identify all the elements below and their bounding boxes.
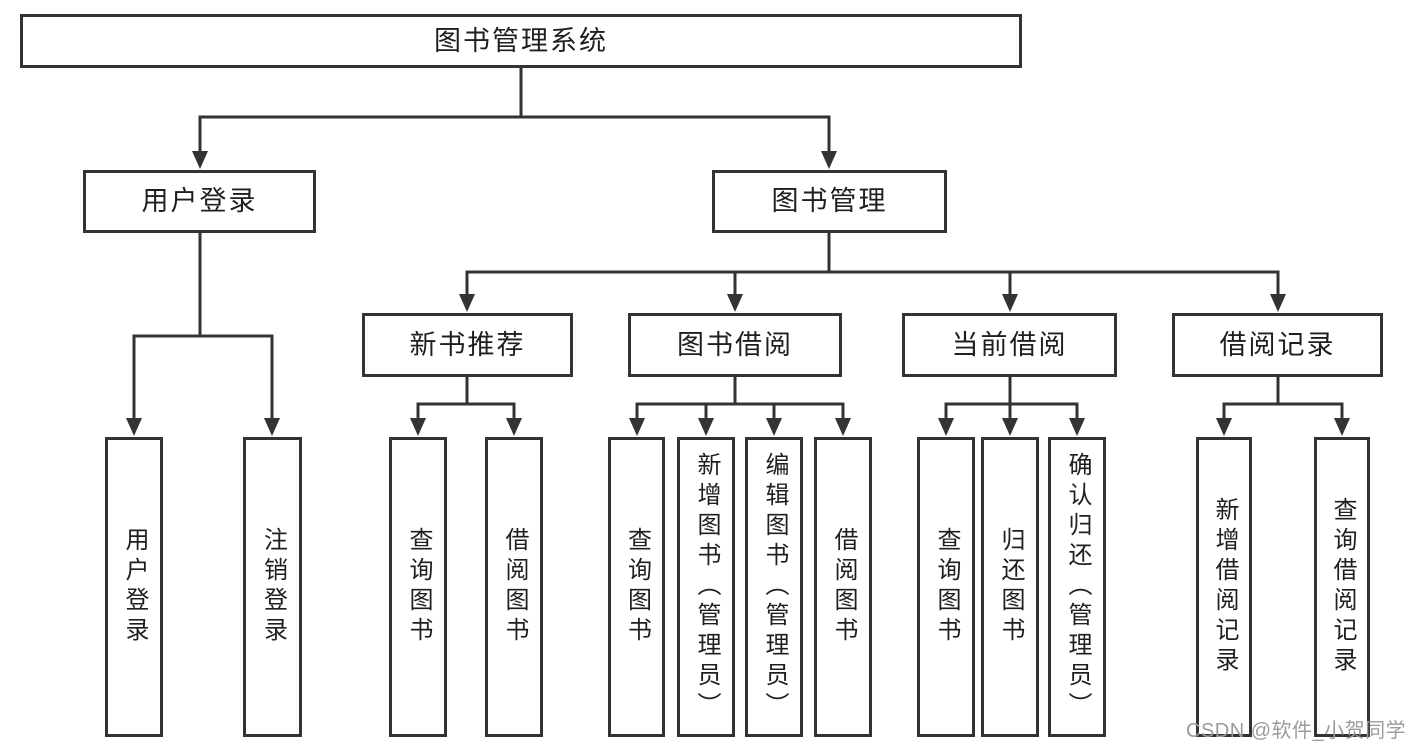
node-new-book-recommendation: 新书推荐 — [362, 313, 573, 377]
node-user-login: 用户登录 — [83, 170, 316, 233]
edge-current-to-leaves — [944, 377, 1079, 420]
leaf-confirm-return-admin: 确认归还（管理员） — [1048, 437, 1106, 737]
leaf-query-books-recommendation: 查询图书 — [389, 437, 447, 737]
leaf-add-books-admin: 新增图书（管理员） — [677, 437, 735, 737]
edge-root-to-level2 — [198, 68, 831, 154]
node-library-management-system: 图书管理系统 — [20, 14, 1022, 68]
leaf-user-login: 用户登录 — [105, 437, 163, 737]
leaf-query-books-current: 查询图书 — [917, 437, 975, 737]
node-current-borrowing: 当前借阅 — [902, 313, 1117, 377]
leaf-return-books: 归还图书 — [981, 437, 1039, 737]
arrowhead-icons — [126, 151, 1350, 436]
edge-newbook-to-leaves — [416, 377, 516, 420]
leaf-borrow-books-recommendation: 借阅图书 — [485, 437, 543, 737]
arrow-down-icon — [938, 418, 954, 436]
arrow-down-icon — [1002, 418, 1018, 436]
tree-edges — [132, 68, 1344, 420]
edge-records-to-leaves — [1222, 377, 1344, 420]
arrow-down-icon — [1216, 418, 1232, 436]
arrow-down-icon — [459, 294, 475, 312]
arrow-down-icon — [835, 418, 851, 436]
node-borrowing-records: 借阅记录 — [1172, 313, 1383, 377]
leaf-query-books-borrowing: 查询图书 — [608, 437, 665, 737]
arrow-down-icon — [1334, 418, 1350, 436]
leaf-query-borrow-record: 查询借阅记录 — [1314, 437, 1370, 737]
arrow-down-icon — [1002, 294, 1018, 312]
edge-borrowing-to-leaves — [635, 377, 845, 420]
edge-bookmgmt-to-level3 — [465, 233, 1280, 296]
node-book-borrowing: 图书借阅 — [628, 313, 842, 377]
arrow-down-icon — [766, 418, 782, 436]
arrow-down-icon — [629, 418, 645, 436]
leaf-edit-books-admin: 编辑图书（管理员） — [745, 437, 803, 737]
arrow-down-icon — [506, 418, 522, 436]
csdn-watermark: CSDN @软件_小贺同学 — [1186, 720, 1405, 742]
arrow-down-icon — [264, 418, 280, 436]
leaf-add-borrow-record: 新增借阅记录 — [1196, 437, 1252, 737]
leaf-borrow-books-borrowing: 借阅图书 — [814, 437, 872, 737]
arrow-down-icon — [727, 294, 743, 312]
edge-userlogin-to-leaves — [132, 233, 274, 420]
arrow-down-icon — [698, 418, 714, 436]
arrow-down-icon — [192, 151, 208, 169]
leaf-logout: 注销登录 — [243, 437, 302, 737]
arrow-down-icon — [821, 151, 837, 169]
arrow-down-icon — [126, 418, 142, 436]
arrow-down-icon — [410, 418, 426, 436]
arrow-down-icon — [1270, 294, 1286, 312]
arrow-down-icon — [1069, 418, 1085, 436]
node-book-management: 图书管理 — [712, 170, 947, 233]
